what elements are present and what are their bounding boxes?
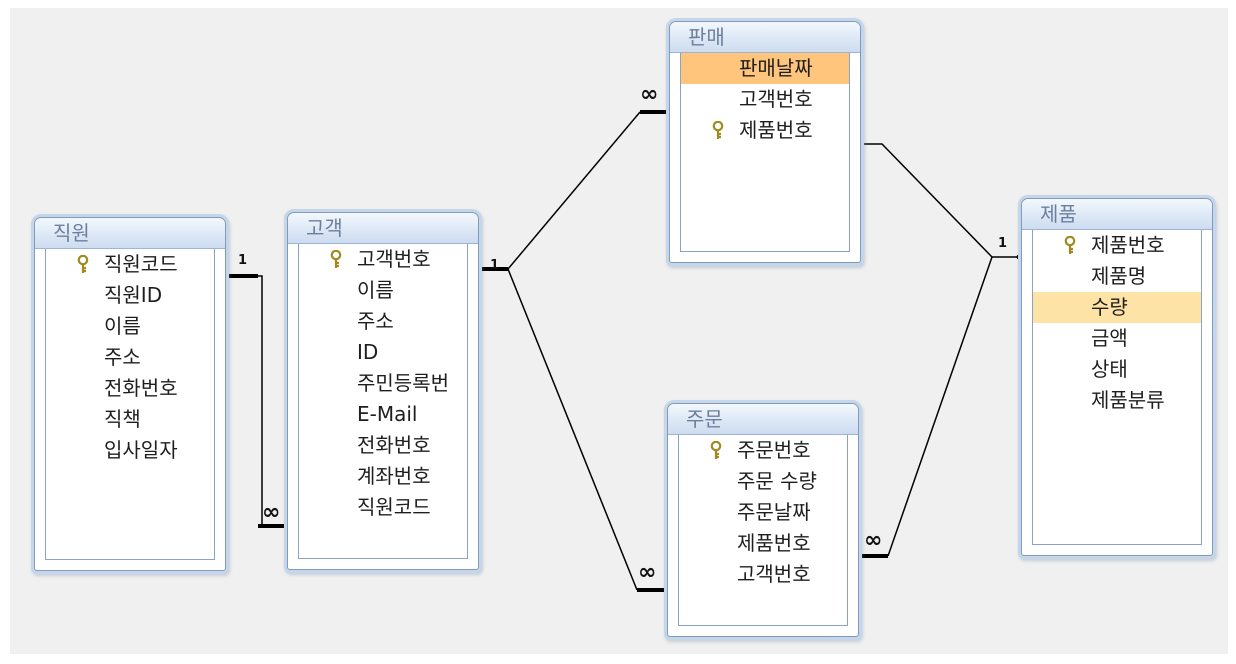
- cardinality-many-label: ∞: [638, 560, 657, 585]
- cardinality-many-label: ∞: [640, 82, 659, 107]
- table-employee[interactable]: 직원 직원코드 직원ID 이름 주소 전화번호 직책 입사일자: [34, 217, 226, 571]
- key-icon: [712, 121, 724, 139]
- table-sales[interactable]: 판매 판매날짜 고객번호 제품번호: [669, 21, 861, 263]
- table-title[interactable]: 고객: [288, 213, 478, 244]
- field-row[interactable]: 상태: [1091, 357, 1128, 381]
- field-row[interactable]: 주소: [104, 345, 141, 369]
- field-row[interactable]: 전화번호: [104, 376, 178, 400]
- field-list: 직원코드 직원ID 이름 주소 전화번호 직책 입사일자: [45, 249, 215, 560]
- field-row[interactable]: 주문날짜: [737, 500, 811, 524]
- field-row[interactable]: 직원코드: [357, 495, 431, 519]
- field-row[interactable]: 제품번호: [1033, 230, 1201, 261]
- field-row[interactable]: 직원ID: [104, 283, 163, 307]
- field-row[interactable]: 전화번호: [357, 433, 431, 457]
- cardinality-one-label: 1: [998, 236, 1008, 251]
- field-row[interactable]: 고객번호: [739, 87, 813, 111]
- table-title[interactable]: 제품: [1022, 199, 1212, 230]
- field-list: 주문번호 주문 수량 주문날짜 제품번호 고객번호: [678, 435, 848, 626]
- field-row[interactable]: 직원코드: [46, 249, 214, 280]
- field-list: 판매날짜 고객번호 제품번호: [680, 53, 850, 252]
- table-order[interactable]: 주문 주문번호 주문 수량 주문날짜 제품번호 고객번호: [667, 403, 859, 637]
- field-row[interactable]: ID: [357, 340, 379, 364]
- key-icon: [710, 441, 722, 459]
- field-list: 고객번호 이름 주소 ID 주민등록번 E-Mail 전화번호 계좌번호 직원코…: [298, 244, 468, 559]
- field-row[interactable]: 고객번호: [299, 244, 467, 275]
- table-customer[interactable]: 고객 고객번호 이름 주소 ID 주민등록번 E-Mail 전화번호 계좌번호 …: [287, 212, 479, 570]
- field-row[interactable]: 제품명: [1091, 264, 1147, 288]
- key-icon: [330, 250, 342, 268]
- key-icon: [1064, 236, 1076, 254]
- cardinality-one-label: 1: [490, 258, 500, 273]
- field-row[interactable]: 이름: [357, 278, 394, 302]
- field-row[interactable]: 계좌번호: [357, 464, 431, 488]
- field-row[interactable]: 주문번호: [679, 435, 847, 466]
- field-row[interactable]: 입사일자: [104, 438, 178, 462]
- field-row-highlighted[interactable]: 수량: [1033, 292, 1201, 323]
- key-icon: [77, 255, 89, 273]
- field-row[interactable]: 고객번호: [737, 562, 811, 586]
- field-row[interactable]: 주민등록번: [357, 371, 449, 395]
- table-title[interactable]: 주문: [668, 404, 858, 435]
- cardinality-one-label: 1: [238, 253, 248, 268]
- field-row[interactable]: 제품번호: [681, 115, 849, 146]
- field-row[interactable]: E-Mail: [357, 402, 418, 426]
- table-product[interactable]: 제품 제품번호 제품명 수량 금액 상태 제품분류: [1021, 198, 1213, 556]
- field-list: 제품번호 제품명 수량 금액 상태 제품분류: [1032, 230, 1202, 545]
- table-title[interactable]: 판매: [670, 22, 860, 53]
- field-row[interactable]: 이름: [104, 314, 141, 338]
- field-row[interactable]: 제품번호: [737, 531, 811, 555]
- table-title[interactable]: 직원: [35, 218, 225, 249]
- cardinality-many-label: ∞: [262, 500, 281, 525]
- field-row[interactable]: 주문 수량: [737, 469, 817, 493]
- cardinality-many-label: ∞: [864, 528, 883, 553]
- field-row-selected[interactable]: 판매날짜: [681, 53, 849, 84]
- field-row[interactable]: 주소: [357, 309, 394, 333]
- field-row[interactable]: 직책: [104, 407, 141, 431]
- field-row[interactable]: 금액: [1091, 326, 1128, 350]
- field-row[interactable]: 제품분류: [1091, 388, 1165, 412]
